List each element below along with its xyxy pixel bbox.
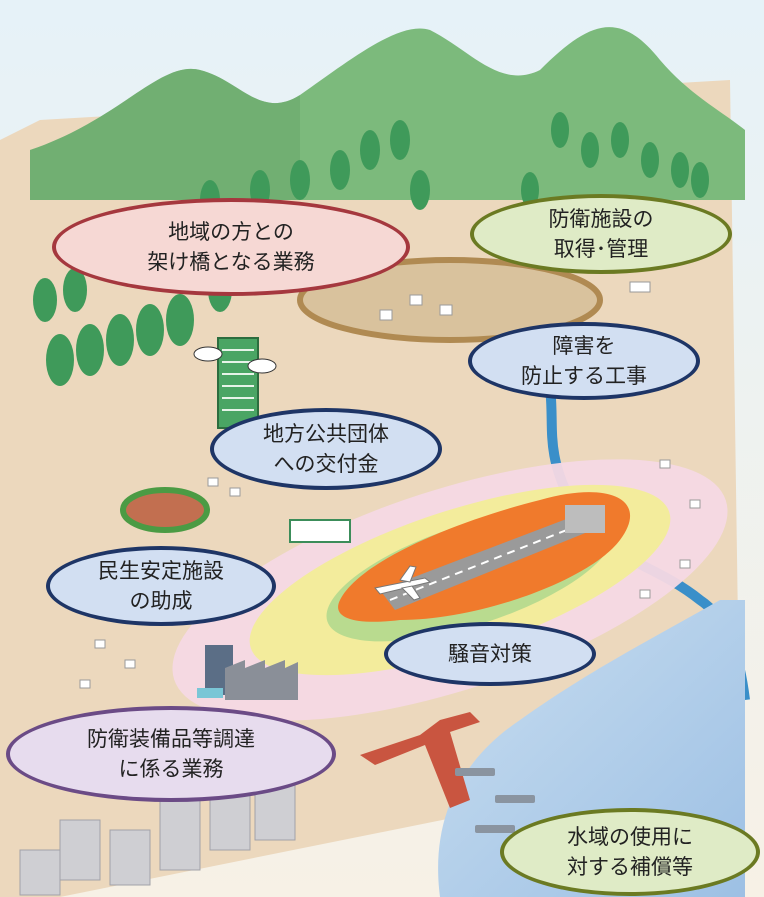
label-prevention-line2: 防止する工事 (521, 364, 647, 388)
label-stability-line1: 民生安定施設 (98, 559, 224, 583)
label-local-government-grants: 地方公共団体への交付金 (210, 408, 442, 490)
label-bridge-with-community: 地域の方との架け橋となる業務 (52, 198, 410, 296)
label-procurement-line1: 防衛装備品等調達 (87, 727, 255, 751)
forest (33, 112, 709, 386)
base-area (297, 257, 603, 343)
houses (79, 294, 701, 689)
runway (380, 510, 605, 610)
label-noise-line1: 騒音対策 (448, 642, 532, 666)
label-stability-line2: の助成 (129, 589, 193, 613)
label-facilities-line2: 取得･管理 (553, 237, 649, 261)
airplane-icon (374, 565, 432, 601)
school-building (289, 519, 351, 543)
label-grants-line2: への交付金 (273, 452, 379, 476)
label-stability-facility-aid: 民生安定施設の助成 (46, 546, 276, 626)
label-water-line1: 水域の使用に (567, 825, 693, 849)
label-facility-acquisition: 防衛施設の取得･管理 (470, 194, 732, 274)
label-facilities-line1: 防衛施設の (548, 207, 654, 231)
office-tower (217, 337, 259, 429)
label-noise-measures: 騒音対策 (384, 622, 596, 686)
label-equipment-procurement: 防衛装備品等調達に係る業務 (6, 706, 336, 802)
ship-icon (455, 768, 535, 833)
label-water-line2: 対する補償等 (567, 855, 693, 879)
label-water-area-compensation: 水域の使用に対する補償等 (500, 808, 760, 896)
cloud-icon (193, 346, 223, 362)
label-grants-line1: 地方公共団体 (263, 422, 389, 446)
label-bridge-line1: 地域の方との (168, 220, 294, 244)
hangar (565, 505, 605, 533)
label-obstruction-prevention: 障害を防止する工事 (468, 322, 700, 400)
label-procurement-line2: に係る業務 (118, 757, 224, 781)
label-bridge-line2: 架け橋となる業務 (147, 250, 315, 274)
label-prevention-line1: 障害を (552, 334, 616, 358)
pier (360, 712, 480, 808)
factory-icon (197, 645, 298, 700)
track-field (120, 487, 210, 533)
